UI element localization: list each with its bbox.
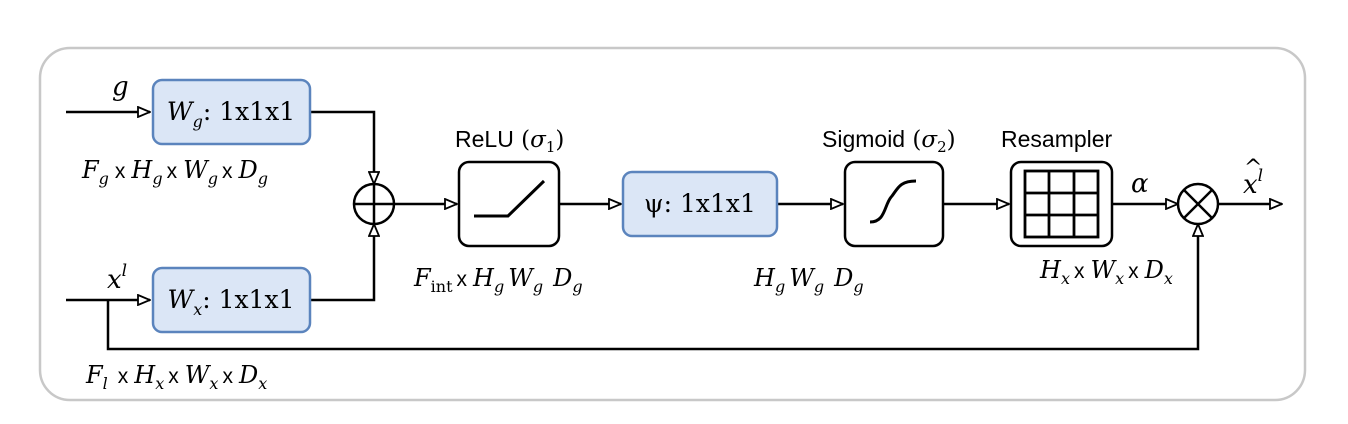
resampler-block bbox=[1009, 160, 1114, 248]
grid-icon-outer bbox=[1023, 169, 1100, 239]
output-hat: ^ bbox=[1244, 156, 1262, 181]
relu-box bbox=[457, 160, 561, 248]
sigmoid-title: Sigmoid (σ2) bbox=[822, 126, 956, 156]
sigmoid-curve-icon bbox=[869, 179, 917, 224]
connections bbox=[66, 110, 1282, 351]
relu-block bbox=[457, 160, 561, 248]
wx-conv-block: Wx: 1x1x1 bbox=[151, 266, 312, 334]
grid-icon bbox=[1023, 169, 1100, 239]
wg-block-box bbox=[151, 78, 312, 146]
wx-block-label: Wx: 1x1x1 bbox=[167, 285, 294, 319]
wx-block-box bbox=[151, 266, 312, 334]
alpha-label: α bbox=[1131, 169, 1149, 199]
sum-node bbox=[352, 182, 396, 226]
sigmoid-box bbox=[843, 160, 945, 248]
g-input-label: g bbox=[112, 72, 129, 102]
psi-block-label: ψ: 1x1x1 bbox=[644, 189, 756, 218]
relu-curve-icon bbox=[474, 179, 546, 218]
wg-block-label: Wg: 1x1x1 bbox=[167, 97, 295, 131]
resampler-title: Resampler bbox=[1001, 126, 1113, 152]
wx-to-sum-line bbox=[310, 224, 374, 302]
multiply-cross-2 bbox=[1183, 189, 1213, 219]
output-label: xl bbox=[1243, 166, 1263, 200]
relu-title: ReLU (σ1) bbox=[455, 126, 564, 156]
wg-conv-block: Wg: 1x1x1 bbox=[151, 78, 312, 146]
multiply-node bbox=[1176, 182, 1220, 226]
skip-connection-line bbox=[106, 224, 1198, 351]
wg-to-sum-line bbox=[310, 110, 374, 184]
x-input-label: xl bbox=[107, 261, 127, 295]
psi-block-box bbox=[621, 170, 779, 238]
sigmoid-block bbox=[843, 160, 945, 248]
resampler-box bbox=[1009, 160, 1114, 248]
psi-conv-block: ψ: 1x1x1 bbox=[621, 170, 779, 238]
